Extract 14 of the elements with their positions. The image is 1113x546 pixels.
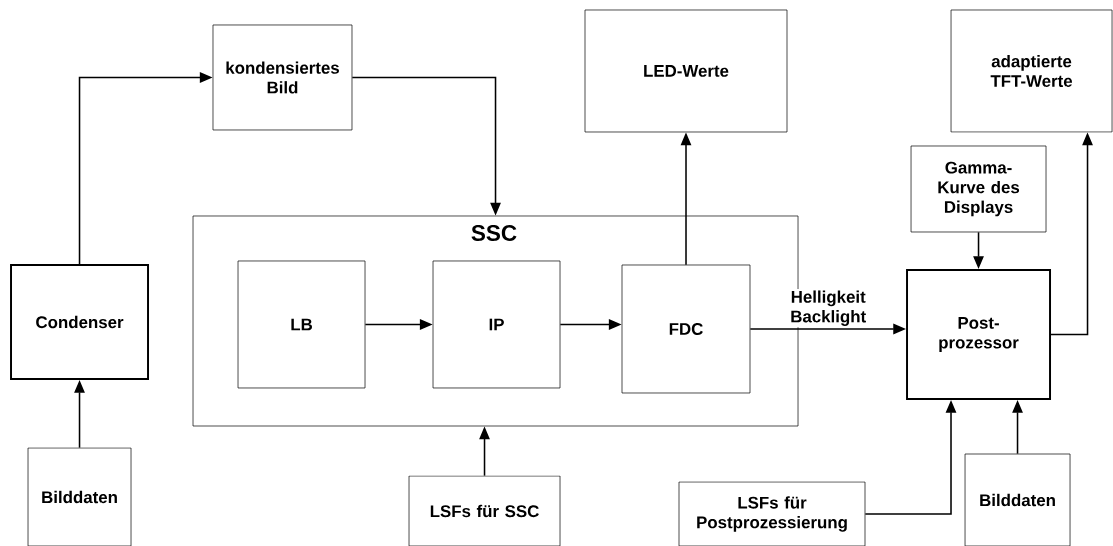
process-box: kondensiertes Bild [212, 24, 353, 131]
process-box: LB [237, 260, 366, 389]
process-box: Bilddaten [964, 453, 1071, 546]
process-box: Gamma- Kurve des Displays [910, 145, 1047, 233]
process-box: Condenser [10, 264, 149, 380]
process-box: LED-Werte [584, 9, 788, 133]
process-box: LSFs für SSC [408, 475, 561, 546]
process-box: IP [432, 260, 561, 389]
edge-label: Helligkeit Backlight [776, 289, 880, 328]
process-box: FDC [621, 264, 751, 394]
process-box: adaptierte TFT-Werte [950, 9, 1113, 133]
process-box: LSFs für Postprozessierung [678, 481, 866, 546]
process-box: Bilddaten [27, 447, 132, 546]
process-box: Post- prozessor [906, 269, 1051, 400]
